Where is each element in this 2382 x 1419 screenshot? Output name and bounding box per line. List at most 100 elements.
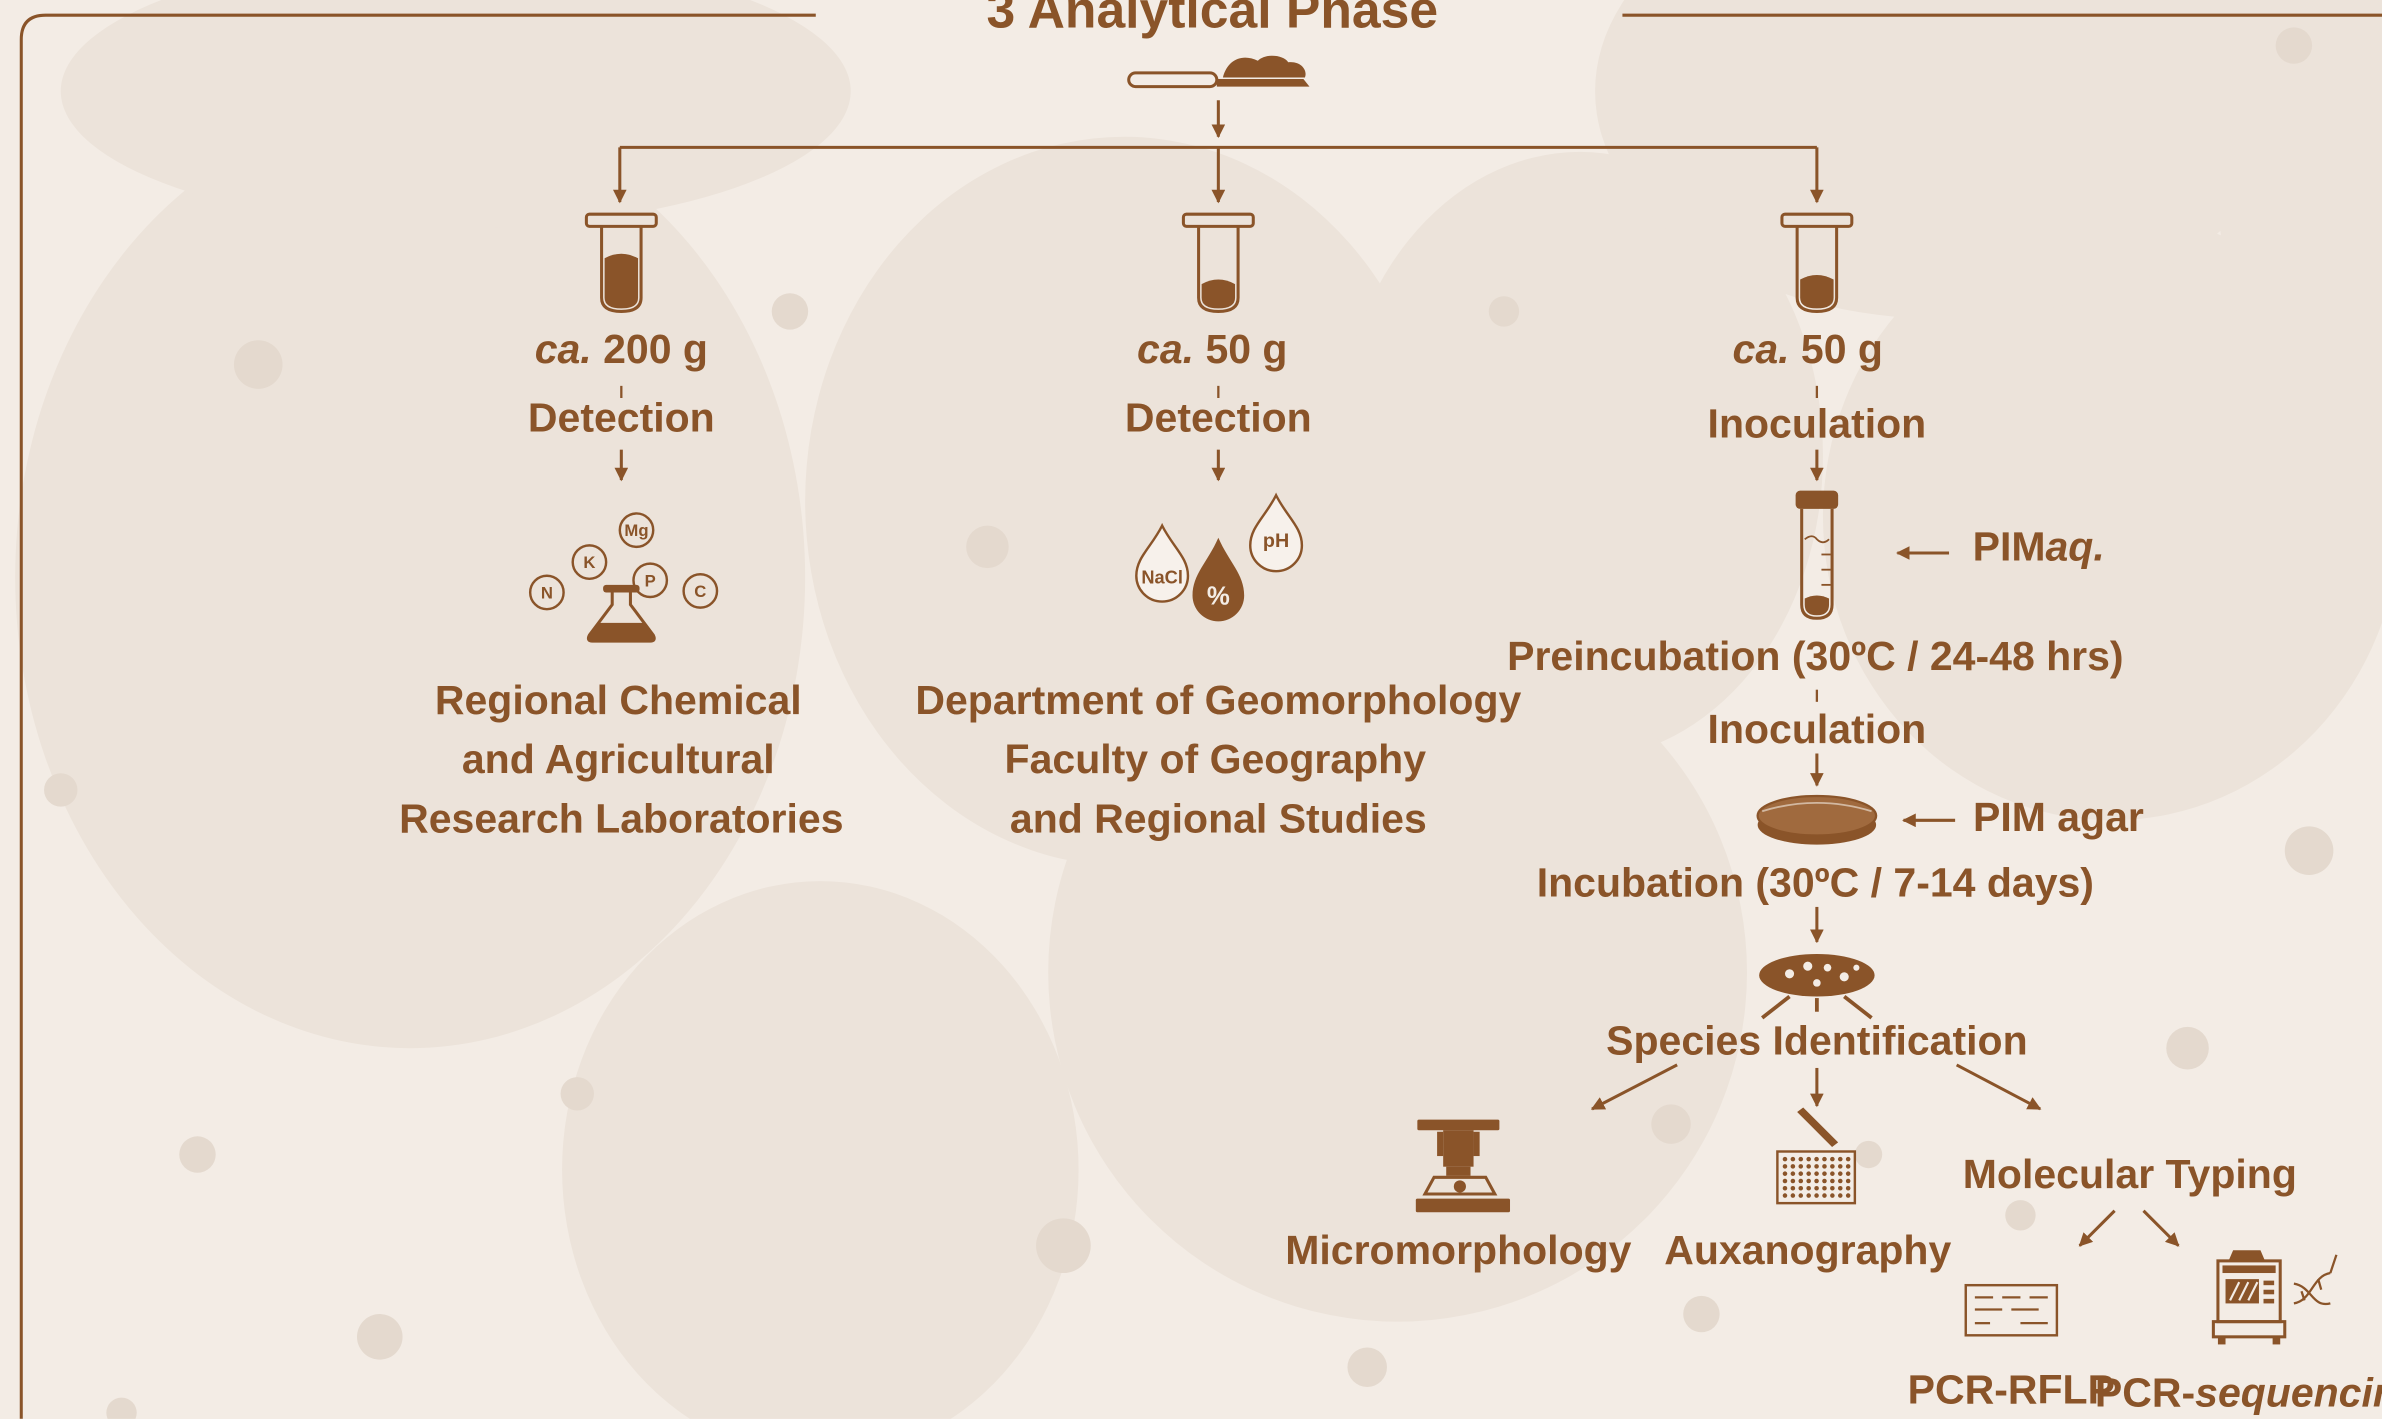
nutrient-label: Mg bbox=[624, 521, 648, 540]
well-dot bbox=[1830, 1164, 1835, 1169]
nutrient-label: C bbox=[694, 582, 706, 601]
species-identification-label: Species Identification bbox=[1606, 1017, 2028, 1063]
nutrient-flask-icon: Mg K P N C bbox=[528, 512, 719, 643]
well-dot bbox=[1790, 1164, 1796, 1169]
well-dot bbox=[1806, 1185, 1811, 1191]
well-dot bbox=[1830, 1193, 1835, 1198]
well-dot bbox=[1822, 1156, 1827, 1162]
well-dot bbox=[1814, 1156, 1819, 1162]
dna-icon bbox=[2293, 1254, 2338, 1306]
well-dot bbox=[1845, 1193, 1851, 1198]
well-dot bbox=[1814, 1164, 1819, 1169]
well-dot bbox=[1845, 1164, 1851, 1169]
institution-line: Faculty of Geography bbox=[1005, 736, 1427, 782]
culture-tube-icon bbox=[1795, 490, 1839, 620]
branch-connectors bbox=[612, 100, 2180, 1247]
well-dot bbox=[1806, 1193, 1811, 1198]
well-dot bbox=[1806, 1164, 1811, 1169]
spatula-icon bbox=[1127, 55, 1310, 89]
well-dot bbox=[1837, 1178, 1843, 1184]
well-dot bbox=[1782, 1178, 1788, 1184]
well-dot bbox=[1806, 1171, 1811, 1176]
typing-label: PCR-sequencing bbox=[2095, 1370, 2382, 1416]
step-label: Detection bbox=[1125, 394, 1312, 440]
amount-label: ca. 50 g bbox=[1137, 326, 1287, 372]
well-dot bbox=[1822, 1178, 1827, 1184]
incubation-label: Incubation (30ºC / 7-14 days) bbox=[1537, 859, 2094, 905]
well-dot bbox=[1822, 1171, 1827, 1176]
nutrient-label: N bbox=[541, 584, 553, 603]
well-dot bbox=[1830, 1156, 1835, 1162]
well-dot bbox=[1837, 1156, 1843, 1162]
drop-label: NaCl bbox=[1141, 567, 1183, 587]
preincubation-label: Preincubation (30ºC / 24-48 hrs) bbox=[1507, 633, 2123, 679]
well-dot bbox=[1798, 1171, 1804, 1176]
well-dot bbox=[1822, 1164, 1827, 1169]
step-label: Detection bbox=[528, 394, 715, 440]
test-tube-icon bbox=[584, 212, 658, 313]
well-dot bbox=[1845, 1178, 1851, 1184]
well-dot bbox=[1782, 1156, 1788, 1162]
well-dot bbox=[1814, 1193, 1819, 1198]
typing-label: PCR-RFLP bbox=[1908, 1367, 2115, 1413]
microscope-icon bbox=[1415, 1119, 1511, 1213]
well-dot bbox=[1830, 1185, 1835, 1191]
well-dot bbox=[1830, 1178, 1835, 1184]
drop-label: % bbox=[1207, 583, 1230, 611]
medium-label: PIM agar bbox=[1973, 794, 2144, 840]
well-dot bbox=[1798, 1193, 1804, 1198]
well-dot bbox=[1790, 1178, 1796, 1184]
well-dot bbox=[1814, 1185, 1819, 1191]
test-tube-icon bbox=[1780, 212, 1854, 313]
institution-line: and Regional Studies bbox=[1010, 795, 1427, 841]
institution-line: Research Laboratories bbox=[399, 795, 843, 841]
nutrient-label: P bbox=[645, 571, 656, 590]
well-dot bbox=[1822, 1185, 1827, 1191]
well-dot bbox=[1814, 1178, 1819, 1184]
well-dot bbox=[1782, 1164, 1788, 1169]
drop-label: pH bbox=[1263, 530, 1289, 552]
petri-dish-icon bbox=[1756, 794, 1878, 845]
well-dot bbox=[1837, 1185, 1843, 1191]
sequencer-icon bbox=[2211, 1250, 2287, 1345]
well-dot bbox=[1830, 1171, 1835, 1176]
amount-label: ca. 50 g bbox=[1733, 326, 1883, 372]
institution-line: and Agricultural bbox=[462, 736, 775, 782]
gel-icon bbox=[1964, 1283, 2059, 1337]
well-dot bbox=[1782, 1193, 1788, 1198]
step-label: Inoculation bbox=[1708, 401, 1927, 447]
inoculation-label: Inoculation bbox=[1708, 706, 1927, 752]
well-dot bbox=[1845, 1171, 1851, 1176]
well-dot bbox=[1814, 1171, 1819, 1176]
nutrient-label: K bbox=[583, 553, 595, 572]
well-dot bbox=[1845, 1156, 1851, 1162]
amount-label: ca. 200 g bbox=[535, 326, 708, 372]
well-dot bbox=[1837, 1193, 1843, 1198]
well-dot bbox=[1790, 1171, 1796, 1176]
well-dot bbox=[1798, 1156, 1804, 1162]
salinity-drops-icon: NaCl % pH bbox=[1135, 492, 1304, 622]
well-dot bbox=[1806, 1156, 1811, 1162]
well-dot bbox=[1798, 1164, 1804, 1169]
institution-line: Department of Geomorphology bbox=[915, 677, 1521, 723]
well-dot bbox=[1822, 1193, 1827, 1198]
method-label: Auxanography bbox=[1664, 1227, 1951, 1273]
well-dot bbox=[1782, 1171, 1788, 1176]
test-tube-icon bbox=[1181, 212, 1255, 313]
well-dot bbox=[1790, 1185, 1796, 1191]
method-label: Molecular Typing bbox=[1963, 1151, 2297, 1197]
well-dot bbox=[1790, 1193, 1796, 1198]
method-label: Micromorphology bbox=[1285, 1227, 1631, 1273]
medium-label: PIMaq. bbox=[1973, 524, 2105, 570]
well-plate-icon bbox=[1776, 1107, 1857, 1205]
well-dot bbox=[1790, 1156, 1796, 1162]
well-dot bbox=[1837, 1164, 1843, 1169]
well-dot bbox=[1798, 1185, 1804, 1191]
well-dot bbox=[1782, 1185, 1788, 1191]
well-dot bbox=[1837, 1171, 1843, 1176]
institution-line: Regional Chemical bbox=[435, 677, 802, 723]
page-title: 3 Analytical Phase bbox=[986, 0, 1438, 38]
well-dot bbox=[1798, 1178, 1804, 1184]
